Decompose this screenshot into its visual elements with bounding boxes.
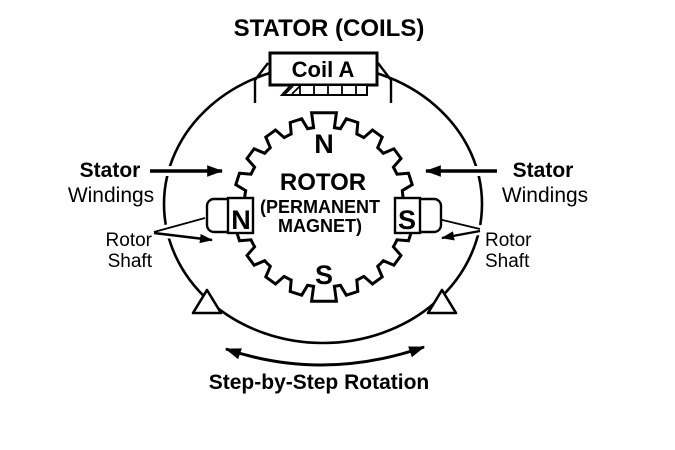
step-triangle-right: [426, 288, 458, 315]
stator-windings-label-right-2: Windings: [502, 184, 588, 207]
rotor-title: ROTOR: [280, 169, 366, 196]
rotor-shaft-label-left-2: Shaft: [108, 251, 153, 272]
rotor-shaft-pointer-left: [153, 217, 206, 233]
rotor-pole-s-bottom: S: [315, 260, 333, 290]
coil-winding-strip: [279, 84, 368, 96]
shaft-pole-n-label: N: [231, 205, 251, 235]
stator-windings-label-left-1: Stator: [80, 159, 141, 182]
page-title: STATOR (COILS): [234, 15, 425, 42]
rotation-label: Step-by-Step Rotation: [209, 371, 430, 394]
coil-winding-segments: [284, 85, 357, 95]
rotation-arrow: [224, 345, 426, 367]
rotor-gear: [234, 111, 414, 303]
rotor-shaft-label-right-2: Shaft: [485, 251, 530, 272]
rotor-subtitle-2: MAGNET): [278, 216, 362, 236]
coil-bracket-left: [253, 62, 269, 103]
rotor-pole-n-top: N: [314, 129, 334, 159]
shaft-pole-box-right: [393, 196, 422, 235]
stator-windings-label-left-2: Windings: [68, 184, 154, 207]
rotor-subtitle-1: (PERMANENT: [260, 197, 380, 217]
shaft-pole-box-left: [226, 196, 255, 235]
rotor-shaft-label-left-1: Rotor: [106, 230, 153, 251]
coil-bracket-right: [377, 62, 393, 103]
rotor-shaft-label-right-1: Rotor: [485, 230, 532, 251]
rotor-shaft-arrow-left: [153, 231, 213, 244]
stator-windings-label-right-1: Stator: [513, 159, 574, 182]
coil-a-label: Coil A: [292, 57, 355, 82]
shaft-pole-s-label: S: [398, 205, 416, 235]
step-triangle-left: [191, 288, 223, 315]
rotor-shaft-arrow-right: [441, 229, 481, 241]
